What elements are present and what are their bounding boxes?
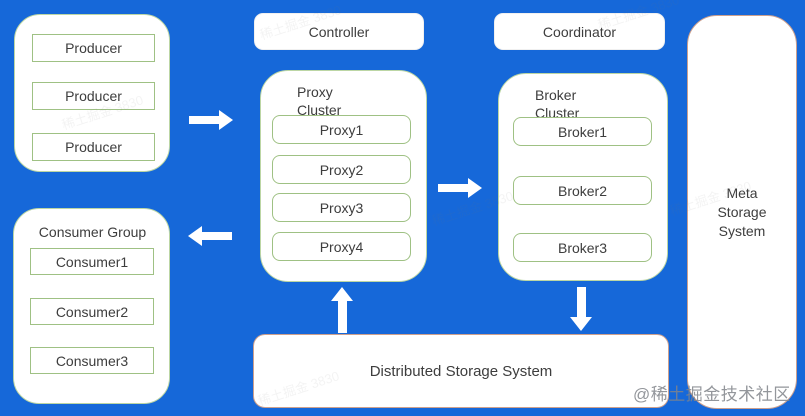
proxy-node: Proxy1 (272, 115, 411, 144)
producer-label: Producer (65, 88, 122, 104)
meta-storage-panel: Meta Storage System (687, 15, 797, 409)
producer-label: Producer (65, 139, 122, 155)
producer-label: Producer (65, 40, 122, 56)
consumer-group-title: Consumer Group (38, 224, 147, 240)
broker-node: Broker2 (513, 176, 652, 205)
proxy-node: Proxy2 (272, 155, 411, 184)
arrow-up-storage-to-proxy-icon (331, 287, 353, 333)
arrow-right-producer-to-proxy-icon (189, 110, 233, 130)
arrow-right-proxy-to-broker-icon (438, 178, 482, 198)
distributed-storage-panel: Distributed Storage System (253, 334, 669, 408)
coordinator-node: Coordinator (494, 13, 665, 50)
arrow-left-proxy-to-consumer-icon (188, 226, 232, 246)
broker-node: Broker1 (513, 117, 652, 146)
consumer-label: Consumer1 (55, 253, 129, 270)
consumer-node: Consumer1 (30, 248, 154, 275)
meta-storage-label: Meta Storage System (717, 184, 767, 239)
broker-node: Broker3 (513, 233, 652, 262)
arrow-down-broker-to-storage-icon (570, 287, 592, 331)
consumer-label: Consumer2 (55, 303, 129, 320)
broker-cluster-panel: Broker Cluster Broker1 Broker2 Broker3 (498, 73, 668, 281)
producer-node: Producer (32, 82, 155, 110)
producer-node: Producer (32, 133, 155, 161)
broker-label: Broker2 (557, 182, 608, 199)
proxy-label: Proxy3 (319, 199, 364, 216)
producer-group-panel: Producer Producer Producer (14, 14, 170, 172)
controller-label: Controller (308, 23, 370, 40)
credit-watermark: @稀土掘金技术社区 (633, 385, 791, 404)
consumer-node: Consumer3 (30, 347, 154, 374)
controller-node: Controller (254, 13, 424, 50)
proxy-label: Proxy2 (319, 161, 364, 178)
distributed-storage-label: Distributed Storage System (369, 362, 553, 380)
consumer-group-panel: Consumer Group Consumer1 Consumer2 Consu… (13, 208, 170, 404)
coordinator-label: Coordinator (542, 23, 617, 40)
proxy-node: Proxy4 (272, 232, 411, 261)
proxy-cluster-panel: Proxy Cluster Proxy1 Proxy2 Proxy3 Proxy… (260, 70, 427, 282)
proxy-cluster-title: Proxy Cluster (297, 84, 342, 118)
proxy-label: Proxy1 (319, 121, 364, 138)
producer-node: Producer (32, 34, 155, 62)
consumer-node: Consumer2 (30, 298, 154, 325)
consumer-label: Consumer3 (55, 352, 129, 369)
proxy-node: Proxy3 (272, 193, 411, 222)
broker-label: Broker1 (557, 123, 608, 140)
broker-label: Broker3 (557, 239, 608, 256)
proxy-label: Proxy4 (319, 238, 364, 255)
